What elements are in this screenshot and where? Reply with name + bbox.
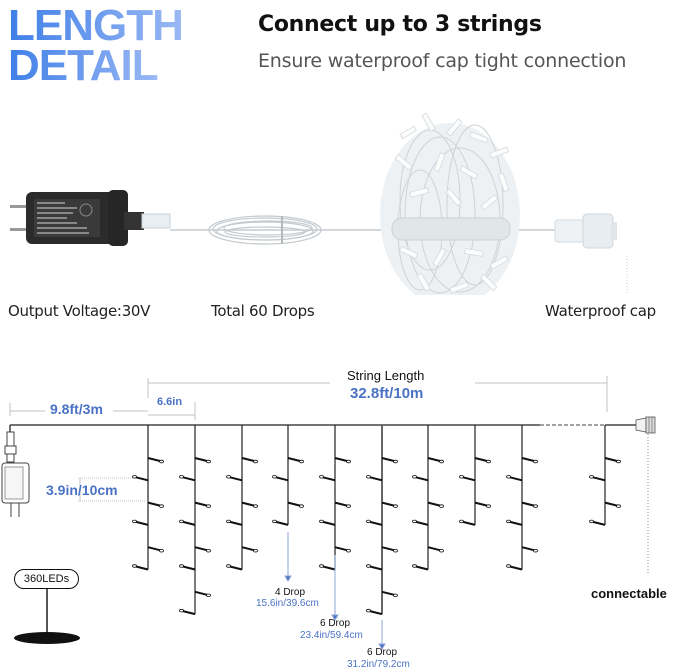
led-count-badge: 360LEDs xyxy=(14,569,79,589)
string-length-label: String Length xyxy=(347,368,425,383)
led-bulb-icon xyxy=(459,475,476,482)
led-bulb-icon xyxy=(179,519,196,526)
led-bulb-icon xyxy=(226,475,243,482)
led-bulb-icon xyxy=(287,457,304,464)
waterproof-cap-icon xyxy=(554,213,628,295)
led-bulb-icon xyxy=(194,590,211,597)
led-bulb-icon xyxy=(319,519,336,526)
led-bulb-icon xyxy=(241,501,258,508)
total-drops-label: Total 60 Drops xyxy=(211,302,315,320)
power-adapter-icon xyxy=(10,190,171,246)
led-bulb-icon xyxy=(521,501,538,508)
led-bulb-icon xyxy=(381,546,398,553)
led-bulb-icon xyxy=(334,546,351,553)
drop-length-arrows xyxy=(284,532,386,650)
led-bulb-icon xyxy=(147,546,164,553)
drop-6b-label: 6 Drop xyxy=(367,647,398,658)
led-bulb-icon xyxy=(381,590,398,597)
led-bulb-icon xyxy=(366,564,383,571)
led-bulb-icon xyxy=(334,501,351,508)
led-bulb-icon xyxy=(381,501,398,508)
led-bulb-icon xyxy=(272,475,289,482)
drop-6a-length: 23.4in/59.4cm xyxy=(300,630,363,641)
led-bulb-icon xyxy=(132,475,149,482)
led-bulb-icon xyxy=(474,501,491,508)
connectable-label: connectable xyxy=(591,586,667,601)
end-connector-icon xyxy=(635,416,656,575)
led-bulb-icon xyxy=(506,519,523,526)
led-bulb-icon xyxy=(132,564,149,571)
adapter-diagram-icon xyxy=(1,431,30,517)
led-bulb-icon xyxy=(132,519,149,526)
waterproof-cap-label: Waterproof cap xyxy=(545,302,656,320)
led-bulb-icon xyxy=(319,564,336,571)
led-bulb-icon xyxy=(427,457,444,464)
led-bulb-icon xyxy=(366,475,383,482)
page-title-line2: DETAIL xyxy=(8,41,159,90)
led-bulb-icon xyxy=(521,546,538,553)
connect-subheading: Ensure waterproof cap tight connection xyxy=(258,50,627,72)
drop-4-label: 4 Drop xyxy=(275,587,306,598)
led-bulb-icon xyxy=(604,457,621,464)
led-bulb-icon xyxy=(506,564,523,571)
led-bulb-icon xyxy=(427,546,444,553)
led-bulb-icon xyxy=(147,457,164,464)
led-bulb-icon xyxy=(241,546,258,553)
drop-4-length: 15.6in/39.6cm xyxy=(256,598,319,609)
led-bulb-icon xyxy=(194,457,211,464)
page-title-line1: LENGTH xyxy=(8,1,184,50)
drop-spacing-value: 6.6in xyxy=(157,396,183,408)
led-bulb-icon xyxy=(241,457,258,464)
led-bulb-icon xyxy=(427,501,444,508)
string-length-dimension xyxy=(9,376,608,502)
led-bulb-icon xyxy=(334,457,351,464)
product-photo xyxy=(0,100,679,295)
drop-6b-length: 31.2in/79.2cm xyxy=(347,659,410,670)
led-bulb-icon xyxy=(381,457,398,464)
led-bulb-icon xyxy=(194,546,211,553)
drops-group xyxy=(132,425,621,616)
connect-heading: Connect up to 3 strings xyxy=(258,12,542,37)
led-bulb-icon xyxy=(287,501,304,508)
led-bulb-icon xyxy=(589,475,606,482)
led-bulb-icon xyxy=(412,519,429,526)
led-bulb-icon xyxy=(226,519,243,526)
led-bulb-icon xyxy=(179,564,196,571)
led-bulb-icon xyxy=(194,501,211,508)
drop-6a-label: 6 Drop xyxy=(320,618,351,629)
led-bulb-icon xyxy=(179,475,196,482)
lead-length-value: 9.8ft/3m xyxy=(50,401,103,417)
led-bulb-icon xyxy=(366,608,383,616)
led-bulb-icon xyxy=(506,475,523,482)
led-bulb-icon xyxy=(604,501,621,508)
led-bulb-icon xyxy=(319,475,336,482)
output-voltage-label: Output Voltage:30V xyxy=(8,302,151,320)
led-bulb-icon xyxy=(474,457,491,464)
light-bundle-icon xyxy=(380,112,520,295)
led-bulb-icon xyxy=(179,608,196,616)
led-spacing-value: 3.9in/10cm xyxy=(46,482,118,498)
led-bulb-icon xyxy=(226,564,243,571)
string-length-value: 32.8ft/10m xyxy=(350,385,424,402)
led-bulb-icon xyxy=(521,457,538,464)
led-bulb-icon xyxy=(147,501,164,508)
led-bulb-icon xyxy=(412,475,429,482)
led-bulb-icon xyxy=(459,519,476,526)
led-bulb-icon xyxy=(366,519,383,526)
length-diagram xyxy=(0,360,679,669)
led-bulb-icon xyxy=(412,564,429,571)
led-bulb-icon xyxy=(589,519,606,526)
stand-base-icon xyxy=(14,632,80,644)
led-bulb-icon xyxy=(272,519,289,526)
lead-wire-coil-icon xyxy=(208,215,322,245)
